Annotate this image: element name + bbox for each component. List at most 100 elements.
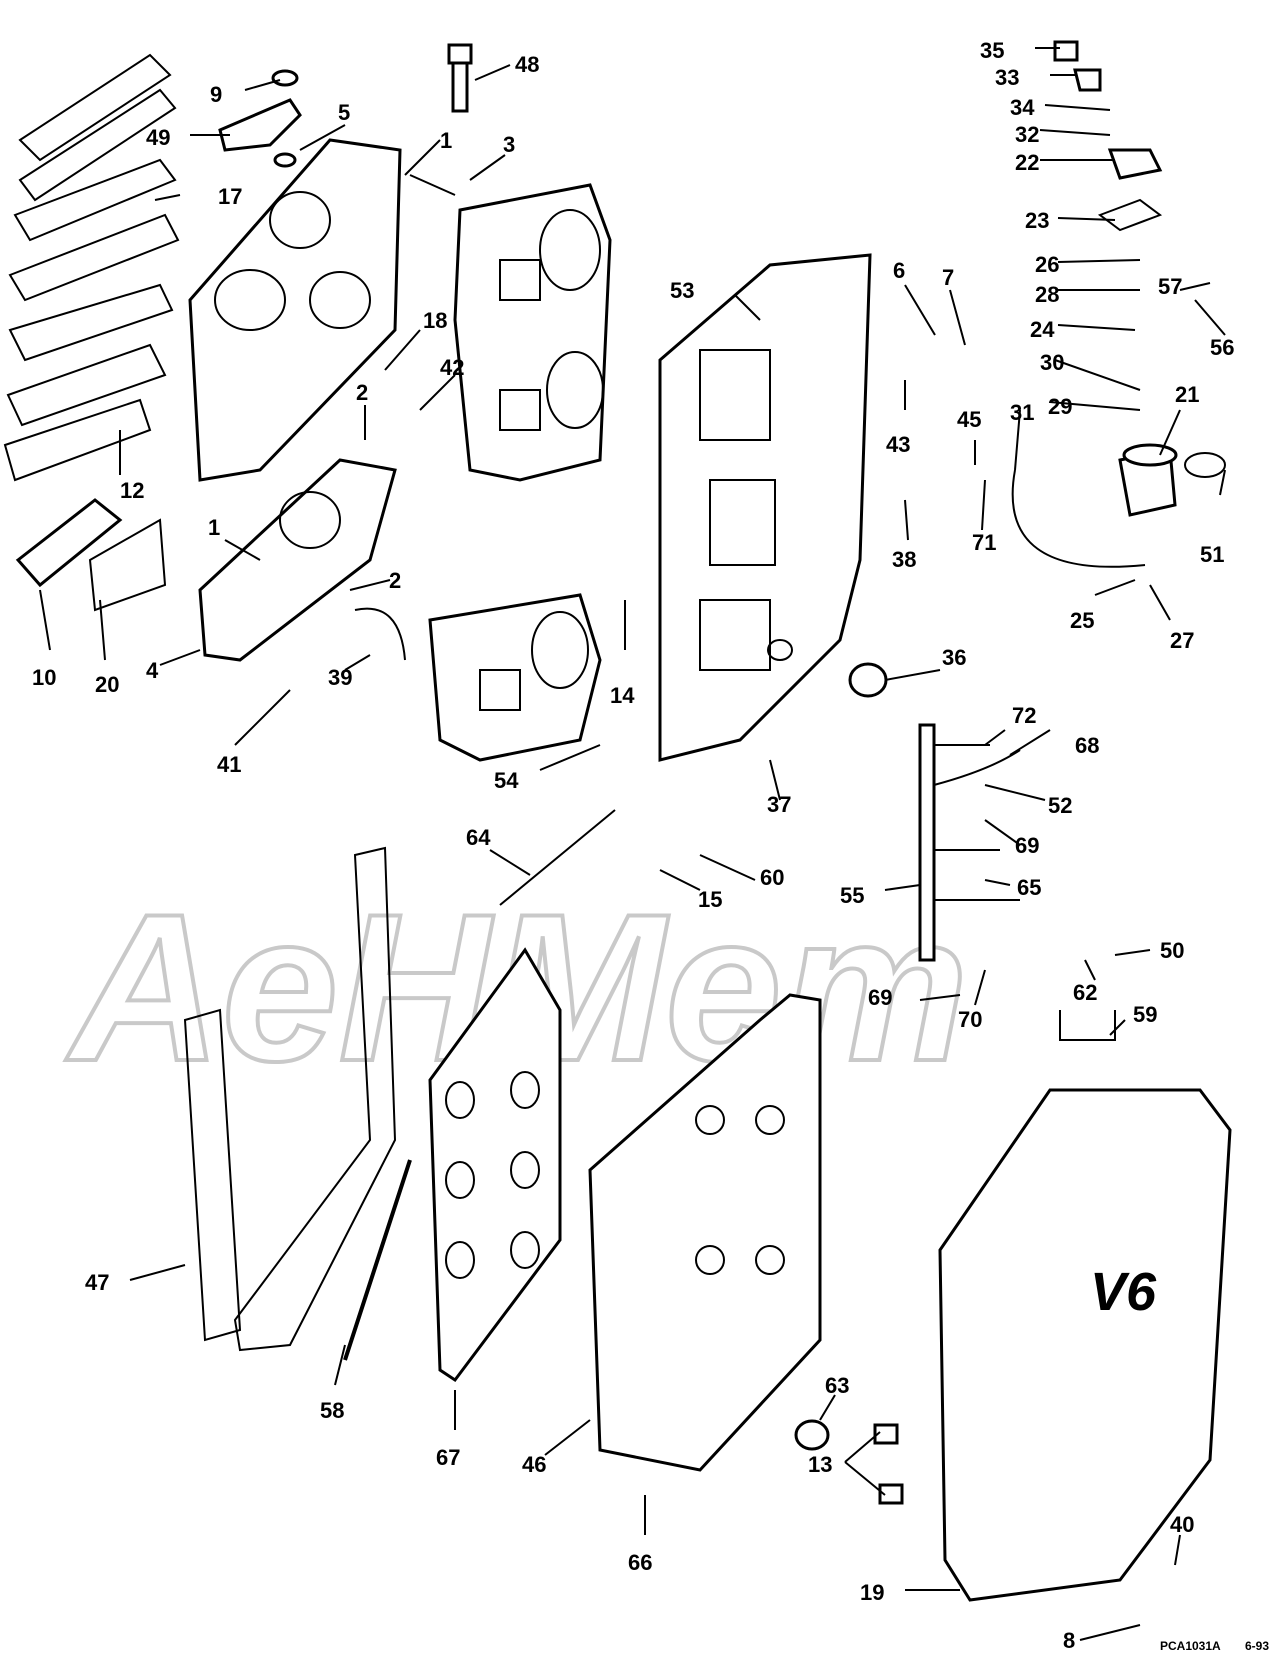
intake-manifold-1-lower — [198, 458, 397, 662]
callout-14: 14 — [610, 683, 635, 708]
intake-plate-46 — [588, 993, 822, 1472]
clip-13-a — [873, 1423, 899, 1445]
callout-19: 19 — [860, 1580, 884, 1605]
callout-69-lower: 69 — [868, 985, 892, 1010]
callout-53: 53 — [670, 278, 694, 303]
silencer-cover-19: V6 — [938, 1088, 1232, 1602]
grommet-36 — [848, 662, 888, 698]
leader-lines — [39, 47, 1226, 1641]
callout-1: 1 — [440, 128, 452, 153]
callout-49: 49 — [146, 125, 170, 150]
callout-2: 2 — [356, 380, 368, 405]
callout-51: 51 — [1200, 542, 1224, 567]
callout-70: 70 — [958, 1007, 982, 1032]
solenoid-21 — [1011, 443, 1226, 568]
callout-66: 66 — [628, 1550, 652, 1575]
callout-4: 4 — [146, 658, 159, 683]
callout-46: 46 — [522, 1452, 546, 1477]
callout-48: 48 — [515, 52, 539, 77]
callout-57: 57 — [1158, 274, 1182, 299]
gasket-17-stack — [3, 53, 180, 482]
callout-29: 29 — [1048, 394, 1072, 419]
intake-manifold-1-upper — [188, 138, 402, 482]
callout-20: 20 — [95, 672, 119, 697]
callout-26: 26 — [1035, 252, 1059, 277]
callout-58: 58 — [320, 1398, 344, 1423]
callout-72: 72 — [1012, 703, 1036, 728]
callout-60: 60 — [760, 865, 784, 890]
callout-21: 21 — [1175, 382, 1199, 407]
fuel-plate-53 — [658, 253, 872, 762]
callout-54: 54 — [494, 768, 519, 793]
callout-15: 15 — [698, 887, 722, 912]
callout-35: 35 — [980, 38, 1004, 63]
callout-25: 25 — [1070, 608, 1094, 633]
callout-55: 55 — [840, 883, 864, 908]
hose-64 — [499, 809, 616, 906]
callout-24: 24 — [1030, 317, 1055, 342]
bolt-48 — [447, 43, 473, 113]
callout-69: 69 — [1015, 833, 1039, 858]
callout-10: 10 — [32, 665, 56, 690]
callout-34: 34 — [1010, 95, 1035, 120]
callout-68: 68 — [1075, 733, 1099, 758]
callout-18: 18 — [423, 308, 447, 333]
callout-38: 38 — [892, 547, 916, 572]
figure-code: PCA1031A — [1160, 1639, 1221, 1653]
callout-42: 42 — [440, 355, 464, 380]
fuel-manifold-55 — [918, 723, 1021, 962]
hose-59 — [1059, 1010, 1116, 1041]
hose-39 — [354, 607, 406, 661]
callout-50: 50 — [1160, 938, 1184, 963]
callout-67: 67 — [436, 1445, 460, 1470]
callout-17: 17 — [218, 184, 242, 209]
callout-71: 71 — [972, 530, 996, 555]
callout-64: 64 — [466, 825, 491, 850]
callout-labels: 35 33 34 32 22 23 26 28 24 30 29 57 56 2… — [32, 38, 1234, 1653]
callout-39: 39 — [328, 665, 352, 690]
callout-7: 7 — [942, 265, 954, 290]
spring-3 — [409, 174, 456, 196]
callout-59: 59 — [1133, 1002, 1157, 1027]
callout-2-lower: 2 — [389, 568, 401, 593]
callout-1-lower: 1 — [208, 515, 220, 540]
callout-47: 47 — [85, 1270, 109, 1295]
gasket-58 — [233, 846, 412, 1361]
callout-41: 41 — [217, 752, 241, 777]
reed-block-10 — [15, 498, 167, 612]
callout-32: 32 — [1015, 122, 1039, 147]
callout-23: 23 — [1025, 208, 1049, 233]
carburetor-lower — [428, 593, 602, 762]
callout-40: 40 — [1170, 1512, 1194, 1537]
callout-62: 62 — [1073, 980, 1097, 1005]
callout-45: 45 — [957, 407, 981, 432]
callout-22: 22 — [1015, 150, 1039, 175]
carburetor-upper — [453, 183, 612, 482]
callout-8: 8 — [1063, 1628, 1075, 1653]
gasket-47 — [183, 1008, 242, 1342]
callout-37: 37 — [767, 792, 791, 817]
callout-9: 9 — [210, 82, 222, 107]
figure-date: 6-93 — [1245, 1639, 1269, 1653]
callout-33: 33 — [995, 65, 1019, 90]
callout-31: 31 — [1010, 400, 1034, 425]
callout-13: 13 — [808, 1452, 832, 1477]
ring-63 — [794, 1419, 830, 1451]
callout-27: 27 — [1170, 628, 1194, 653]
callout-36: 36 — [942, 645, 966, 670]
callout-30: 30 — [1040, 350, 1064, 375]
gasket-67 — [428, 947, 562, 1383]
callout-56: 56 — [1210, 335, 1234, 360]
pump-22-group — [1053, 40, 1163, 232]
callout-65: 65 — [1017, 875, 1041, 900]
callout-43: 43 — [886, 432, 910, 457]
clip-13-b — [878, 1483, 904, 1505]
callout-3: 3 — [503, 132, 515, 157]
lever-49 — [218, 69, 302, 168]
emblem-v6: V6 — [1090, 1262, 1157, 1322]
callout-63: 63 — [825, 1373, 849, 1398]
callout-12: 12 — [120, 478, 144, 503]
callout-28: 28 — [1035, 282, 1059, 307]
